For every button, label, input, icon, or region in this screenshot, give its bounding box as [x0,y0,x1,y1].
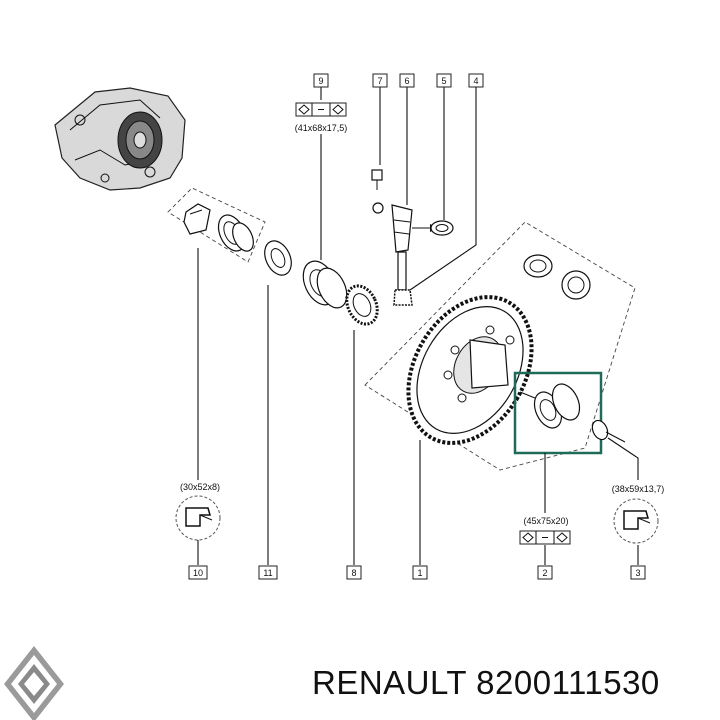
svg-text:5: 5 [441,76,446,86]
bearing-9-dimension: (41x68x17,5) [295,123,348,133]
bearing-9-part [302,260,348,309]
callout-3: 3 [630,565,646,580]
brand-part-number: RENAULT 8200111530 [312,664,660,702]
bearing-icon [519,530,571,545]
svg-text:8: 8 [351,568,356,578]
part-number: 8200111530 [476,664,660,701]
bearing-2-dimension: (45x75x20) [523,516,568,526]
seal-kit-outline [167,187,266,263]
seal-icon [613,498,659,544]
seal-10-part [217,214,254,252]
callout-10: 10 [188,565,208,580]
differential-1-part [406,295,534,445]
brand-name: RENAULT [312,664,467,701]
svg-text:10: 10 [193,568,203,578]
seal-10-dimension: (30x52x8) [180,482,220,492]
svg-text:2: 2 [542,568,547,578]
callout-6: 6 [399,73,415,88]
callout-8: 8 [346,565,362,580]
bolt-7-part [371,169,383,190]
svg-text:11: 11 [263,568,272,578]
callout-1: 1 [412,565,428,580]
washer-part [523,254,591,300]
oring-5-part [430,220,454,236]
seal-3-dimension: (38x59x13,7) [612,484,665,494]
differential-outline [364,221,636,471]
svg-text:1: 1 [417,568,422,578]
svg-text:3: 3 [635,568,640,578]
callout-4: 4 [468,73,484,88]
callout-5: 5 [436,73,452,88]
svg-text:9: 9 [318,76,323,86]
seal-11-part [264,240,292,276]
callout-9: 9 [313,73,329,88]
bearing-icon [295,102,347,117]
gearbox-housing-illustration [54,87,186,191]
pinion-6-part [372,202,438,306]
renault-logo-icon [4,646,64,720]
callout-2: 2 [537,565,553,580]
seal-icon [175,495,221,541]
highlight-box [513,371,603,455]
gear-8-part [345,284,379,326]
callout-7: 7 [372,73,388,88]
seal-3-part [591,419,626,443]
bearing-2-part [519,383,581,429]
svg-text:6: 6 [404,76,409,86]
seal-kit-box-icon [183,203,211,235]
callout-11: 11 [258,565,278,580]
svg-text:4: 4 [473,76,478,86]
svg-text:7: 7 [377,76,382,86]
